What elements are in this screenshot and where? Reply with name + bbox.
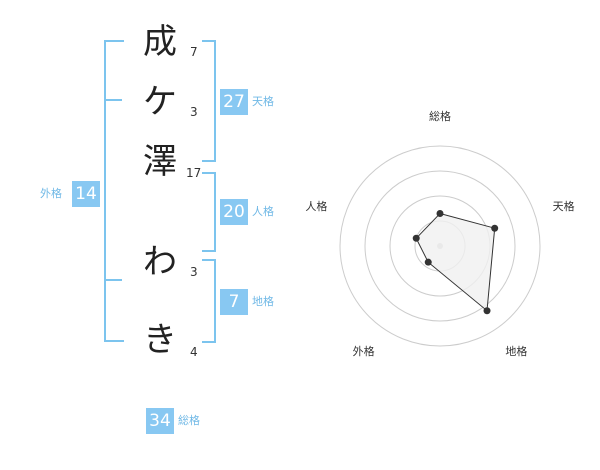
- radar-point-3: [483, 307, 491, 315]
- radar-axis-label-2: 天格: [553, 199, 575, 213]
- radar-point-5: [412, 234, 420, 242]
- name-char-5-strokes: 4: [190, 345, 198, 359]
- chikaku-label: 地格: [252, 295, 274, 308]
- radar-point-2: [491, 224, 499, 232]
- gaikaku-bracket: [104, 40, 124, 342]
- name-char-4: わ: [143, 242, 177, 282]
- tenkaku-value: 27: [220, 89, 248, 115]
- gaikaku-bracket-tick-bottom: [104, 279, 122, 281]
- name-char-2: ケ: [143, 82, 177, 122]
- soukaku-label: 総格: [178, 414, 200, 427]
- jinkaku-label: 人格: [252, 205, 274, 218]
- radar-series-polygon: [415, 212, 496, 312]
- radar-ring-3: [364, 170, 516, 322]
- name-char-1: 成: [143, 22, 177, 62]
- radar-axis-label-1: 総格: [429, 109, 451, 123]
- tenkaku-label: 天格: [252, 95, 274, 108]
- radar-point-1: [436, 210, 444, 217]
- radar-point-4: [424, 258, 432, 266]
- soukaku-value: 34: [146, 408, 174, 434]
- tenkaku-bracket: [202, 40, 216, 162]
- name-char-1-strokes: 7: [190, 45, 198, 59]
- name-char-4-strokes: 3: [190, 265, 198, 279]
- name-char-3: 澤: [143, 142, 177, 182]
- gaikaku-value: 14: [72, 181, 100, 207]
- name-char-3-strokes: 17: [186, 166, 202, 180]
- chikaku-value: 7: [220, 289, 248, 315]
- jinkaku-value: 20: [220, 199, 248, 225]
- radar-ring-4: [339, 145, 541, 347]
- gaikaku-bracket-tick-top: [104, 99, 122, 101]
- name-char-2-strokes: 3: [190, 105, 198, 119]
- gaikaku-label: 外格: [40, 187, 62, 200]
- chikaku-bracket: [202, 259, 216, 343]
- radar-axis-label-5: 人格: [305, 199, 327, 213]
- name-char-5: き: [143, 320, 177, 360]
- radar-axis-label-3: 地格: [505, 344, 527, 358]
- radar-axis-label-4: 外格: [353, 344, 375, 358]
- jinkaku-bracket: [202, 172, 216, 252]
